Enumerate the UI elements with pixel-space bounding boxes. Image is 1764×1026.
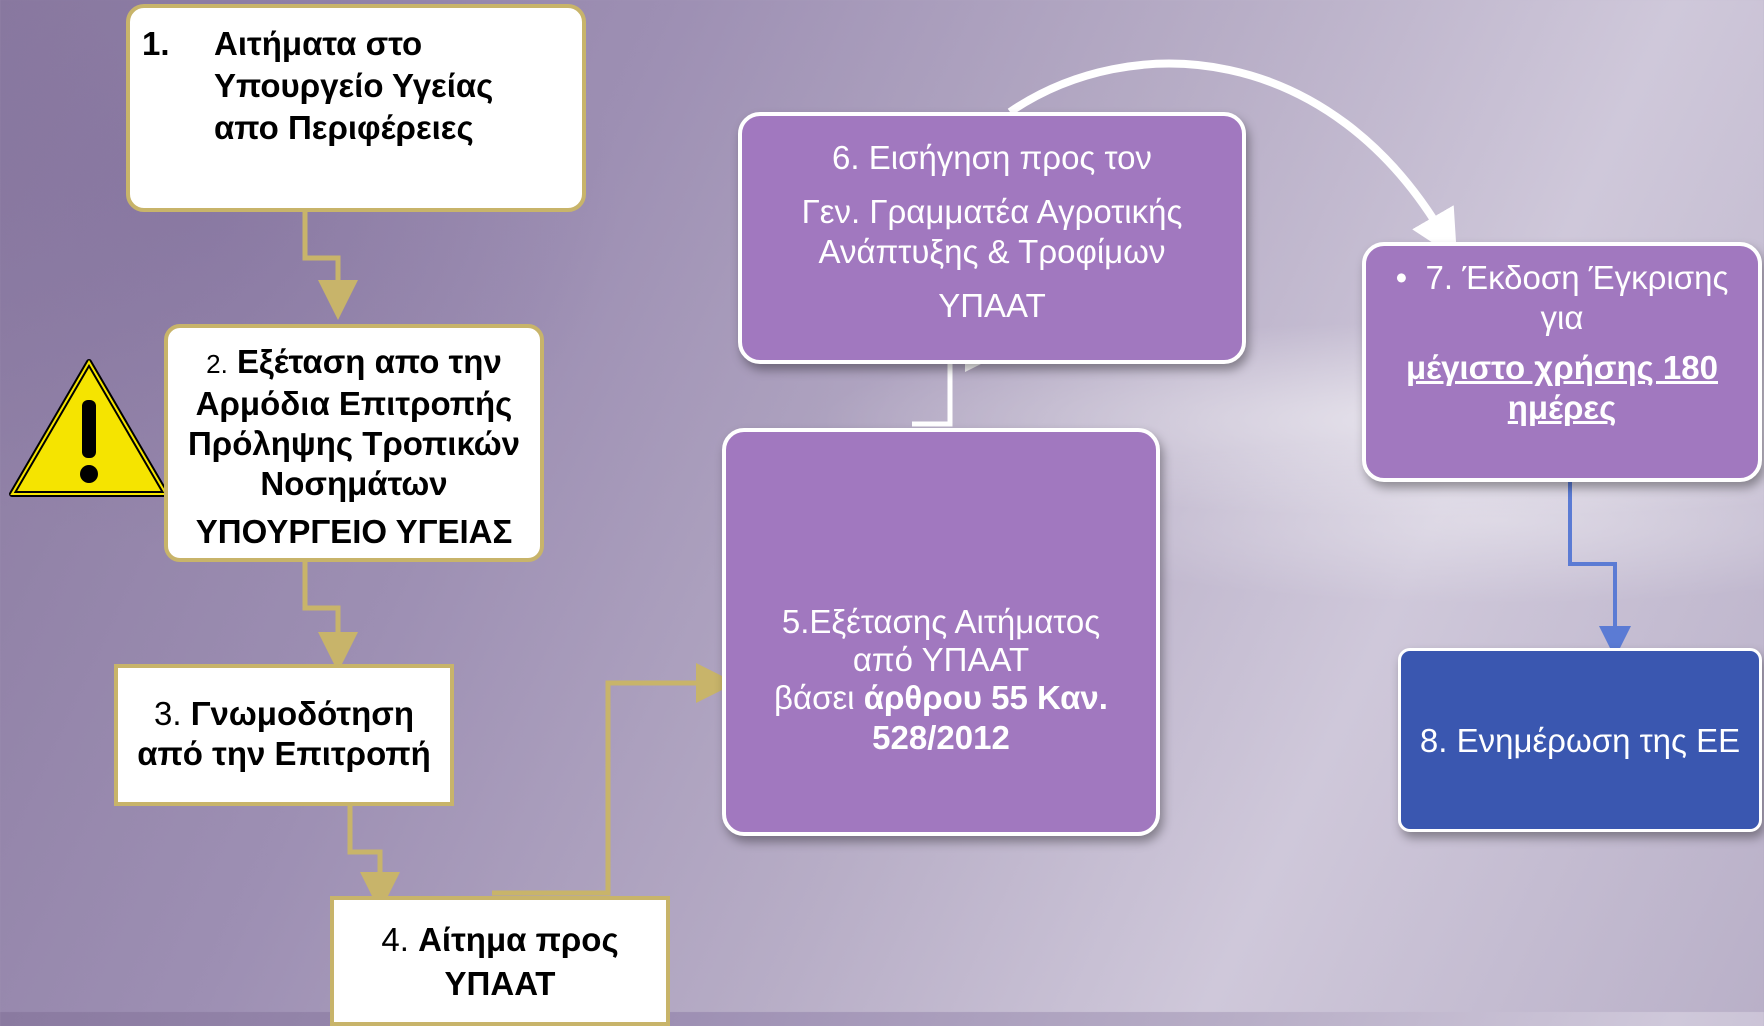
step-5-line3-bold: άρθρου 55 Καν. xyxy=(863,679,1108,716)
step-5-line4: 528/2012 xyxy=(872,719,1010,756)
step-5-box: 5.Εξέτασης Αιτήματος από ΥΠΑΑΤ βάσει άρθ… xyxy=(722,428,1160,836)
step-2-box: 2. Εξέταση απο την Αρμόδια Επιτροπής Πρό… xyxy=(164,324,544,562)
step-7-box: • 7. Έκδοση Έγκρισης για μέγιστο χρήσης … xyxy=(1362,242,1762,482)
step-1-line2: Υπουργείο Υγείας xyxy=(214,67,494,104)
warning-icon xyxy=(9,359,169,497)
connector-4-5 xyxy=(492,663,736,896)
step-3-number: 3. xyxy=(154,695,182,732)
step-3-line2: από την Επιτροπή xyxy=(137,735,431,772)
step-1-number: 1. xyxy=(142,25,170,62)
step-5-line1: 5.Εξέτασης Αιτήματος xyxy=(781,603,1101,640)
connector-6-7 xyxy=(1007,59,1458,259)
step-8-box: 8. Ενημέρωση της ΕΕ xyxy=(1398,648,1762,832)
step-8-line1: 8. Ενημέρωση της ΕΕ xyxy=(1419,722,1741,759)
step-6-line3: Ανάπτυξης & Τροφίμων xyxy=(818,233,1166,270)
connector-3-4 xyxy=(347,806,400,912)
step-3-line1: Γνωμοδότηση xyxy=(190,695,414,732)
step-4-line2: ΥΠΑΑΤ xyxy=(444,965,556,1002)
step-2-org: ΥΠΟΥΡΓΕΙΟ ΥΓΕΙΑΣ xyxy=(195,513,513,550)
step-6-box: 6. Εισήγηση προς τον Γεν. Γραμματέα Αγρο… xyxy=(738,112,1246,364)
step-7-line4: ημέρες xyxy=(1507,389,1617,426)
step-1-line1: Αιτήματα στο xyxy=(214,25,423,62)
connector-1-2 xyxy=(302,212,358,320)
step-1-box: 1. Αιτήματα στο Υπουργείο Υγείας απο Περ… xyxy=(126,4,586,212)
connector-2-3 xyxy=(302,562,358,672)
step-7-line3: μέγιστο χρήσης 180 xyxy=(1405,349,1718,386)
step-7-bullet-icon: • xyxy=(1395,259,1408,296)
connector-7-8 xyxy=(1568,480,1631,658)
step-6-line2: Γεν. Γραμματέα Αγροτικής xyxy=(801,193,1183,230)
step-4-line1: Αίτημα προς xyxy=(418,921,619,958)
step-6-line1: 6. Εισήγηση προς τον xyxy=(832,139,1152,176)
step-2-line1: Εξέταση απο την xyxy=(237,343,502,380)
step-1-line3: απο Περιφέρειες xyxy=(214,109,474,146)
step-7-line2: για xyxy=(1540,299,1584,336)
step-2-number: 2. xyxy=(206,349,228,379)
step-2-line2: Αρμόδια Επιτροπής xyxy=(195,385,513,422)
step-5-line2: από ΥΠΑΑΤ xyxy=(852,641,1030,678)
step-4-number: 4. xyxy=(381,921,409,958)
step-6-org: ΥΠΑΑΤ xyxy=(938,287,1046,324)
step-3-box: 3. Γνωμοδότηση από την Επιτροπή xyxy=(114,664,454,806)
step-4-box: 4. Αίτημα προς ΥΠΑΑΤ xyxy=(330,896,670,1026)
step-7-line1: 7. Έκδοση Έγκρισης xyxy=(1425,259,1729,296)
step-5-line3-plain: βάσει xyxy=(774,679,864,716)
connector-5-6 xyxy=(912,342,995,427)
step-2-line4: Νοσημάτων xyxy=(260,465,448,502)
step-2-line3: Πρόληψης Τροπικών xyxy=(187,425,521,462)
